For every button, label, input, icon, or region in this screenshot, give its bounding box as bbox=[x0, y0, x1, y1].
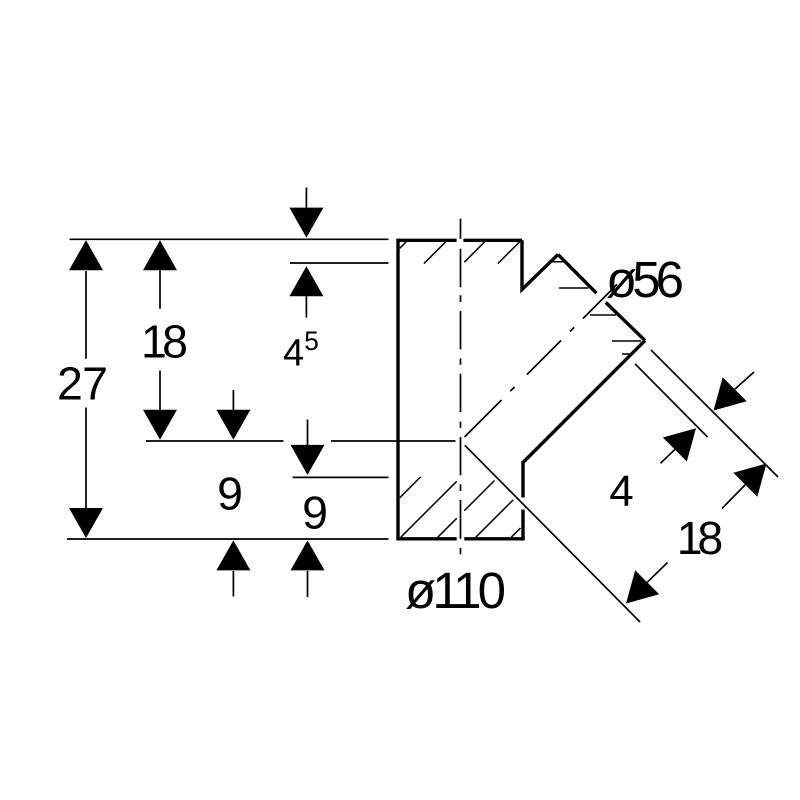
section-hatching bbox=[399, 241, 641, 538]
branch-mouth-face bbox=[556, 253, 647, 342]
hatch-branch-ring bbox=[549, 261, 641, 355]
label-branch-ring-width: 4 bbox=[609, 467, 633, 516]
pipe-body-outline bbox=[396, 238, 647, 541]
dimension-arrowheads bbox=[69, 207, 767, 604]
dim18-bottom-arrow bbox=[143, 409, 177, 440]
label-top-socket-depth: 45 bbox=[283, 326, 319, 375]
dim4-stems bbox=[659, 371, 755, 464]
dim9b-top-arrow bbox=[290, 444, 325, 475]
dim45-upper-arrow bbox=[289, 207, 324, 238]
ext-line-branch-ring bbox=[634, 363, 709, 438]
hatch-top-band bbox=[399, 241, 521, 265]
label-upper-height: 18 bbox=[141, 316, 188, 368]
label-branch-socket-depth: 18 bbox=[677, 512, 724, 564]
label-axis-to-bottom: 9 bbox=[217, 468, 243, 520]
dim18-top-arrow bbox=[143, 240, 177, 271]
dim9a-bottom-arrow bbox=[216, 540, 251, 571]
ext-line-branch-mouth bbox=[650, 349, 779, 478]
label-main-diameter: ø110 bbox=[405, 562, 506, 619]
centerlines bbox=[459, 218, 618, 555]
dim4-inner-arrow bbox=[662, 428, 696, 462]
branch-axis-centerline bbox=[463, 283, 618, 438]
branch-notch bbox=[520, 240, 560, 294]
dim18b-inner-arrow bbox=[626, 570, 660, 604]
branch-lower-wall bbox=[521, 339, 647, 464]
dimension-labels: 27 18 45 9 9 ø110 ø56 4 18 bbox=[57, 251, 723, 619]
dim45-lower-arrow bbox=[289, 266, 324, 297]
label-branch-diameter: ø56 bbox=[606, 251, 684, 308]
hatch-bottom-band bbox=[399, 476, 522, 538]
dim9a-top-arrow bbox=[216, 409, 251, 440]
dim18b-outer-arrow bbox=[733, 463, 767, 497]
dim27-top-arrow bbox=[69, 240, 103, 271]
dimension-lines bbox=[67, 187, 779, 623]
dim9b-bottom-arrow bbox=[290, 540, 325, 571]
dim27-bottom-arrow bbox=[69, 508, 103, 538]
dim4-outer-arrow bbox=[713, 377, 747, 411]
ext-line-branch-inner bbox=[464, 444, 641, 623]
label-total-height: 27 bbox=[57, 358, 108, 410]
label-bottom-socket-depth: 9 bbox=[302, 487, 328, 539]
dim18b-stems bbox=[646, 484, 746, 583]
